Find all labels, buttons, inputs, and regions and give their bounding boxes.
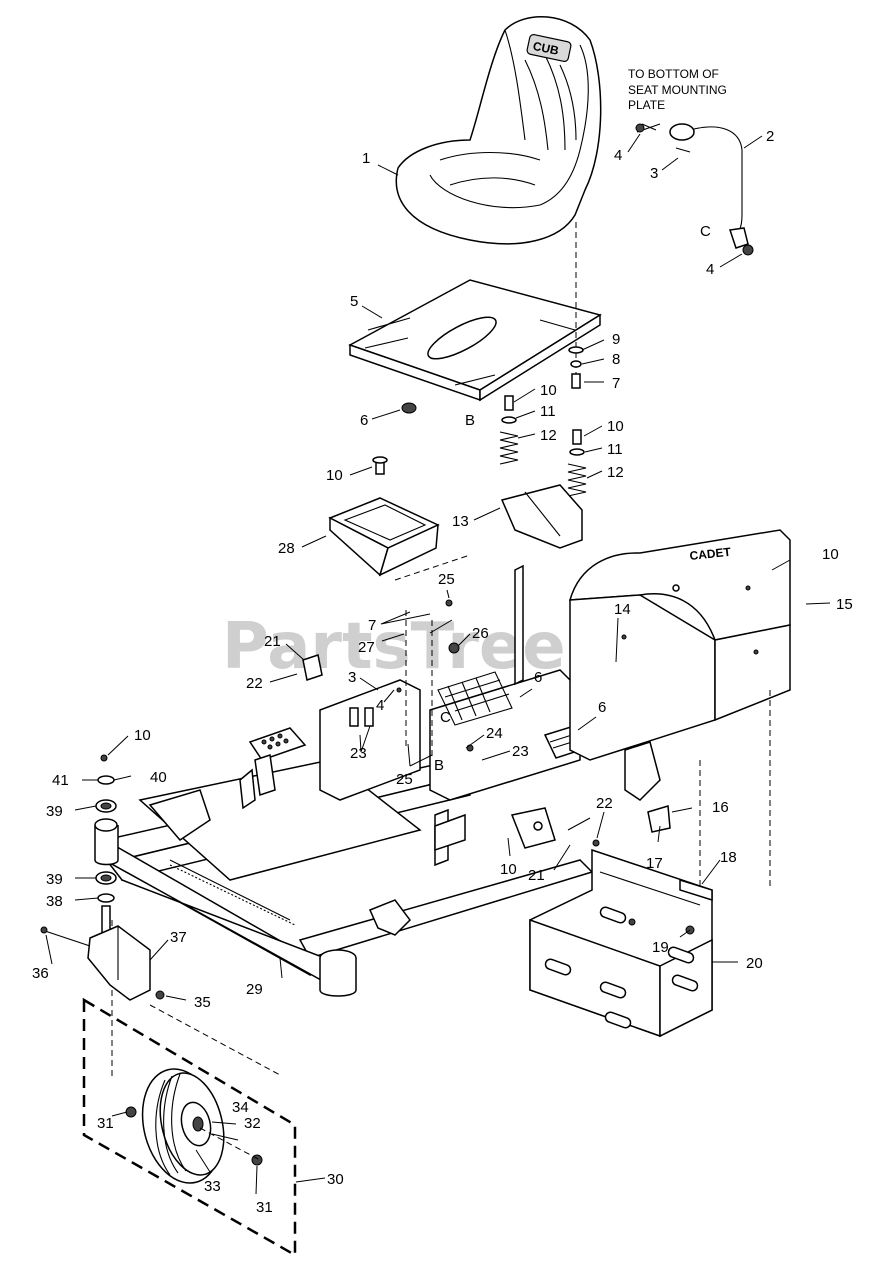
callout-23-right: 23 (512, 743, 529, 760)
seat-bracket (500, 484, 583, 549)
callout-6-seat: 6 (360, 412, 368, 429)
callout-4-harness-bottom: 4 (706, 261, 714, 278)
callout-9: 9 (612, 331, 620, 348)
callout-22-lower: 22 (596, 795, 613, 812)
callout-16: 16 (712, 799, 729, 816)
callout-10-deck: 10 (822, 546, 839, 563)
callout-6-frame-lower: 6 (598, 699, 606, 716)
note-line-3: PLATE (628, 98, 665, 112)
callout-27: 27 (358, 639, 375, 656)
callout-31-left: 31 (97, 1115, 114, 1132)
callout-6-frame-upper: 6 (534, 669, 542, 686)
callout-36: 36 (32, 965, 49, 982)
seat-logo-badge (526, 33, 572, 63)
callout-41: 41 (52, 772, 69, 789)
callout-3-harness: 3 (650, 165, 658, 182)
callout-12-spring-right: 12 (607, 464, 624, 481)
callout-7-seat: 7 (612, 375, 620, 392)
callout-4-harness-top: 4 (614, 147, 622, 164)
callout-40: 40 (150, 769, 167, 786)
wheel-axis (149, 1004, 281, 1076)
callout-2: 2 (766, 128, 774, 145)
callout-33: 33 (204, 1178, 221, 1195)
callout-15: 15 (836, 596, 853, 613)
callout-25-upper: 25 (438, 571, 455, 588)
callout-25-lower: 25 (396, 771, 413, 788)
caster-assembly (40, 754, 165, 1001)
callout-20: 20 (746, 955, 763, 972)
seat-springs (372, 395, 587, 497)
callout-22-upper: 22 (246, 675, 263, 692)
callout-29: 29 (246, 981, 263, 998)
callout-23-left: 23 (350, 745, 367, 762)
callout-35: 35 (194, 994, 211, 1011)
leader-lines (45, 133, 831, 1195)
callout-11-spring-left: 11 (540, 403, 556, 420)
connector-letter-b-frame: B (434, 757, 444, 774)
callout-4-frame: 4 (376, 697, 384, 714)
connector-letter-b-top: B (465, 412, 475, 429)
callout-11-spring-right: 11 (607, 441, 623, 458)
callout-32: 32 (244, 1115, 261, 1132)
callout-21-upper: 21 (264, 633, 281, 650)
callout-21-lower: 21 (528, 867, 545, 884)
callout-12-spring-left: 12 (540, 427, 557, 444)
seat: CUB (395, 15, 602, 245)
rear-guard (529, 805, 713, 1038)
callout-28: 28 (278, 540, 295, 557)
callout-24: 24 (486, 725, 503, 742)
note-line-1: TO BOTTOM OF (628, 67, 719, 81)
seat-switch-harness (635, 123, 754, 256)
wheel-kit (82, 997, 297, 1258)
callout-10-tray-bolt: 10 (326, 467, 343, 484)
callout-numbers: 1 2 3 4 4 5 9 8 7 6 10 11 12 10 11 12 10… (32, 128, 853, 1216)
callout-19: 19 (652, 939, 669, 956)
callout-5: 5 (350, 293, 358, 310)
seat-hardware-stack (568, 346, 584, 389)
callout-10-spring-left: 10 (540, 382, 557, 399)
callout-10-spring-right: 10 (607, 418, 624, 435)
callout-10-frame: 10 (500, 861, 517, 878)
guide-line-a (394, 554, 471, 581)
callout-13: 13 (452, 513, 469, 530)
note-line-2: SEAT MOUNTING (628, 83, 727, 97)
callout-17: 17 (646, 855, 663, 872)
battery-tray (328, 497, 440, 577)
nut-6 (401, 402, 417, 414)
callout-7-frame: 7 (368, 617, 376, 634)
callout-10-caster: 10 (134, 727, 151, 744)
connector-letter-c-top: C (700, 223, 711, 240)
callout-18: 18 (720, 849, 737, 866)
callout-14: 14 (614, 601, 631, 618)
callout-39-lower: 39 (46, 871, 63, 888)
seat-mounting-plate (348, 279, 602, 402)
callout-31-right: 31 (256, 1199, 273, 1216)
callout-37: 37 (170, 929, 187, 946)
seat-logo-text: CUB (532, 39, 561, 58)
callout-30: 30 (327, 1171, 344, 1188)
watermark: PartsTree (222, 610, 566, 684)
wheel-kit-outline (82, 997, 297, 1258)
callout-38: 38 (46, 893, 63, 910)
connector-letter-c-frame: C (440, 709, 451, 726)
callout-34: 34 (232, 1099, 249, 1116)
callout-26: 26 (472, 625, 489, 642)
callout-1: 1 (362, 150, 370, 167)
main-frame: CADET (103, 529, 791, 997)
callout-3-frame: 3 (348, 669, 356, 686)
deck-brand-text: CADET (689, 545, 732, 563)
callout-8: 8 (612, 351, 620, 368)
callout-39-upper: 39 (46, 803, 63, 820)
